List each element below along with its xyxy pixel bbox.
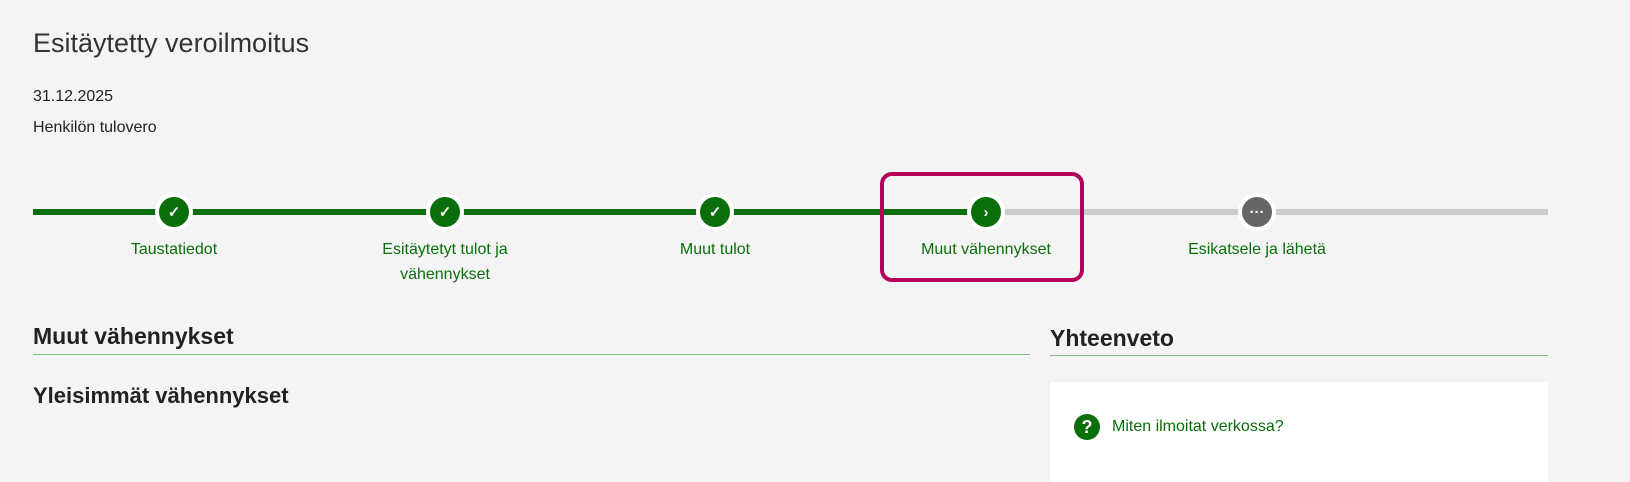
- divider: [33, 354, 1030, 355]
- current-step-highlight: [880, 172, 1084, 282]
- progress-line-done: [33, 209, 986, 215]
- step-label: Taustatiedot: [130, 241, 218, 258]
- step-muut-vahennykset[interactable]: › Muut vähennykset: [836, 193, 1136, 262]
- question-icon: ?: [1074, 414, 1100, 440]
- summary-card: ? Miten ilmoitat verkossa?: [1050, 382, 1548, 482]
- help-link[interactable]: ? Miten ilmoitat verkossa?: [1074, 414, 1284, 440]
- check-icon: ✓: [155, 193, 193, 231]
- chevron-right-icon: ›: [967, 193, 1005, 231]
- subsection-title: Yleisimmät vähennykset: [33, 383, 289, 408]
- check-icon: ✓: [426, 193, 464, 231]
- section-title: Muut vähennykset: [33, 323, 234, 349]
- subtitle: Henkilön tulovero: [33, 119, 157, 136]
- step-taustatiedot[interactable]: ✓ Taustatiedot: [24, 193, 324, 262]
- step-label: Muut vähennykset: [921, 241, 1051, 258]
- divider: [1050, 355, 1548, 356]
- step-label: Esikatsele ja lähetä: [1188, 241, 1326, 258]
- page-title: Esitäytetty veroilmoitus: [33, 28, 310, 58]
- summary-title: Yhteenveto: [1050, 325, 1174, 351]
- check-icon: ✓: [696, 193, 734, 231]
- step-label: Esitäytetyt tulot ja vähennykset: [382, 241, 508, 283]
- step-label: Muut tulot: [679, 241, 751, 258]
- step-muut-tulot[interactable]: ✓ Muut tulot: [565, 193, 865, 262]
- more-icon: ···: [1238, 193, 1276, 231]
- step-esikatsele[interactable]: ··· Esikatsele ja lähetä: [1107, 193, 1407, 262]
- date: 31.12.2025: [33, 88, 114, 105]
- step-esitaytetyt[interactable]: ✓ Esitäytetyt tulot ja vähennykset: [295, 193, 595, 287]
- help-link-text: Miten ilmoitat verkossa?: [1112, 418, 1284, 435]
